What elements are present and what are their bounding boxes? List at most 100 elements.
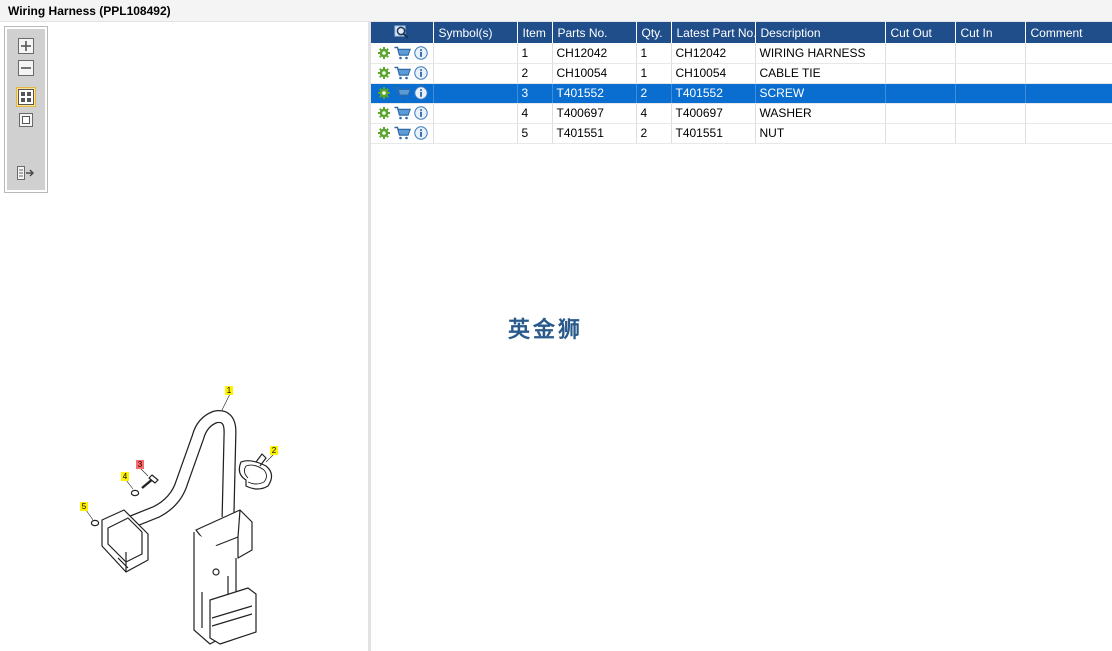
cart-icon[interactable] xyxy=(394,66,411,80)
cell-description: NUT xyxy=(755,123,886,144)
svg-text:2: 2 xyxy=(272,446,277,455)
settings-gear-icon[interactable] xyxy=(377,106,391,120)
illustration-pane: 1 2 3 4 5 xyxy=(0,22,368,651)
column-header-cut-in[interactable]: Cut In xyxy=(955,22,1026,43)
parts-table: Symbol(s) Item Parts No. Qty. Latest Par… xyxy=(371,22,1112,144)
cell-parts-no: CH10054 xyxy=(552,63,637,84)
settings-gear-icon[interactable] xyxy=(377,86,391,100)
cell-description: WIRING HARNESS xyxy=(755,43,886,64)
svg-text:3: 3 xyxy=(138,460,143,469)
cell-qty: 1 xyxy=(636,43,672,64)
zoom-out-icon xyxy=(18,60,34,76)
export-button[interactable] xyxy=(16,163,36,183)
column-header-cut-out[interactable]: Cut Out xyxy=(885,22,956,43)
title-bar: Wiring Harness (PPL108492) xyxy=(0,0,1112,22)
zoom-out-button[interactable] xyxy=(16,58,36,78)
cell-symbols xyxy=(433,83,518,104)
watermark-text: 英金狮 xyxy=(508,318,584,343)
info-icon[interactable] xyxy=(414,66,428,80)
column-header-parts-no[interactable]: Parts No. xyxy=(552,22,637,43)
cart-icon[interactable] xyxy=(394,86,411,100)
cell-symbols xyxy=(433,103,518,124)
info-icon[interactable] xyxy=(414,46,428,60)
cell-description: CABLE TIE xyxy=(755,63,886,84)
search-icon xyxy=(394,25,409,39)
info-icon[interactable] xyxy=(414,106,428,120)
row-actions xyxy=(371,103,434,124)
cell-cut-in xyxy=(955,63,1026,84)
viewer-toolbar xyxy=(4,26,48,193)
cell-qty: 2 xyxy=(636,83,672,104)
cart-icon[interactable] xyxy=(394,46,411,60)
cell-item: 3 xyxy=(517,83,553,104)
zoom-in-icon xyxy=(18,38,34,54)
table-row[interactable]: 5 T401551 2 T401551 NUT xyxy=(371,123,1112,144)
cell-latest-part-no: T401551 xyxy=(671,123,756,144)
cell-cut-out xyxy=(885,103,956,124)
fit-view-button[interactable] xyxy=(16,87,36,107)
cell-qty: 2 xyxy=(636,123,672,144)
callout-4[interactable]: 4 xyxy=(121,472,129,481)
table-row[interactable]: 1 CH12042 1 CH12042 WIRING HARNESS xyxy=(371,43,1112,64)
column-header-comment[interactable]: Comment xyxy=(1025,22,1112,43)
export-icon xyxy=(17,166,34,180)
cell-cut-in xyxy=(955,123,1026,144)
actual-size-icon xyxy=(19,113,33,127)
callout-3[interactable]: 3 xyxy=(136,460,144,469)
row-actions xyxy=(371,43,434,64)
cart-icon[interactable] xyxy=(394,106,411,120)
cell-symbols xyxy=(433,63,518,84)
zoom-in-button[interactable] xyxy=(16,36,36,56)
settings-gear-icon[interactable] xyxy=(377,46,391,60)
cell-qty: 4 xyxy=(636,103,672,124)
svg-text:5: 5 xyxy=(82,502,87,511)
cell-parts-no: CH12042 xyxy=(552,43,637,64)
row-actions xyxy=(371,123,434,144)
column-header-latest-part-no[interactable]: Latest Part No. xyxy=(671,22,756,43)
callout-1[interactable]: 1 xyxy=(225,386,233,395)
column-header-qty[interactable]: Qty. xyxy=(636,22,672,43)
cell-comment xyxy=(1025,103,1112,124)
row-actions xyxy=(371,83,434,104)
actual-size-button[interactable] xyxy=(16,110,36,130)
info-icon[interactable] xyxy=(414,126,428,140)
cell-item: 2 xyxy=(517,63,553,84)
info-icon[interactable] xyxy=(414,86,428,100)
cell-comment xyxy=(1025,43,1112,64)
cell-cut-in xyxy=(955,83,1026,104)
parts-list-pane: Symbol(s) Item Parts No. Qty. Latest Par… xyxy=(371,22,1112,651)
cell-latest-part-no: CH12042 xyxy=(671,43,756,64)
pane-splitter[interactable] xyxy=(368,22,371,651)
settings-gear-icon[interactable] xyxy=(377,126,391,140)
cell-comment xyxy=(1025,123,1112,144)
column-header-item[interactable]: Item xyxy=(517,22,553,43)
cell-item: 4 xyxy=(517,103,553,124)
cart-icon[interactable] xyxy=(394,126,411,140)
cell-latest-part-no: T400697 xyxy=(671,103,756,124)
settings-gear-icon[interactable] xyxy=(377,66,391,80)
cell-cut-out xyxy=(885,43,956,64)
column-header-description[interactable]: Description xyxy=(755,22,886,43)
cell-comment xyxy=(1025,83,1112,104)
cell-cut-in xyxy=(955,103,1026,124)
cell-parts-no: T400697 xyxy=(552,103,637,124)
callout-2[interactable]: 2 xyxy=(270,446,278,455)
callout-5[interactable]: 5 xyxy=(80,502,88,511)
cell-parts-no: T401551 xyxy=(552,123,637,144)
cell-symbols xyxy=(433,43,518,64)
column-header-symbols[interactable]: Symbol(s) xyxy=(433,22,518,43)
window-title: Wiring Harness (PPL108492) xyxy=(8,4,171,18)
table-header: Symbol(s) Item Parts No. Qty. Latest Par… xyxy=(371,22,1112,43)
cell-description: WASHER xyxy=(755,103,886,124)
table-row[interactable]: 3 T401552 2 T401552 SCREW xyxy=(371,83,1112,104)
table-row[interactable]: 2 CH10054 1 CH10054 CABLE TIE xyxy=(371,63,1112,84)
cell-qty: 1 xyxy=(636,63,672,84)
cell-description: SCREW xyxy=(755,83,886,104)
table-row[interactable]: 4 T400697 4 T400697 WASHER xyxy=(371,103,1112,124)
cell-cut-out xyxy=(885,63,956,84)
column-header-search[interactable] xyxy=(371,22,434,43)
cell-latest-part-no: T401552 xyxy=(671,83,756,104)
cell-cut-out xyxy=(885,123,956,144)
cell-cut-out xyxy=(885,83,956,104)
svg-text:1: 1 xyxy=(227,386,232,395)
